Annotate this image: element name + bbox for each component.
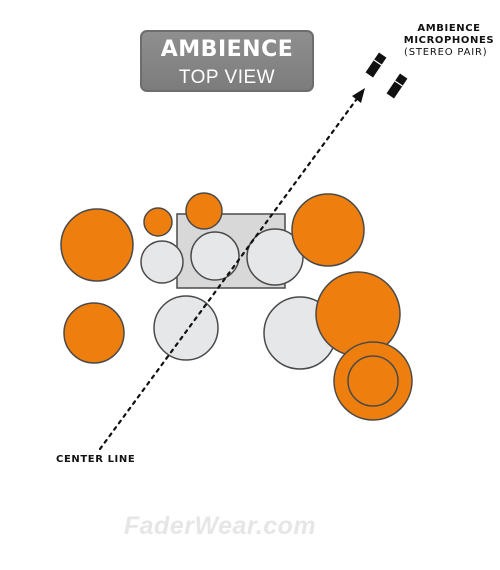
crash-cymbal-left <box>60 208 134 282</box>
mic-label-line1: AMBIENCE <box>417 23 481 34</box>
ambience-mic-right <box>386 73 408 99</box>
diagram-title: AMBIENCE <box>160 37 294 62</box>
china-cymbal <box>185 192 223 230</box>
crash-cymbal-right <box>291 193 365 267</box>
ambience-mic-left <box>365 52 387 78</box>
snare-drum <box>153 295 219 361</box>
title-box: AMBIENCE TOP VIEW <box>140 30 314 92</box>
ride-cymbal <box>315 271 401 357</box>
diagram-subtitle: TOP VIEW <box>178 67 276 88</box>
center-line-arrowhead <box>352 88 365 103</box>
rack-tom-1 <box>190 231 240 281</box>
mic-label: AMBIENCE MICROPHONES <box>398 23 500 47</box>
center-line-label: CENTER LINE <box>56 454 136 465</box>
mic-subtitle: (STEREO PAIR) <box>404 47 488 58</box>
watermark: FaderWear.com <box>123 512 317 540</box>
hihat-cymbal <box>63 302 125 364</box>
rack-tom-2 <box>246 228 304 286</box>
tom-small <box>140 240 184 284</box>
splash-cymbal <box>143 207 173 237</box>
mic-label-line2: MICROPHONES <box>403 35 495 46</box>
center-line <box>98 98 358 451</box>
large-cymbal-bell <box>347 355 399 407</box>
